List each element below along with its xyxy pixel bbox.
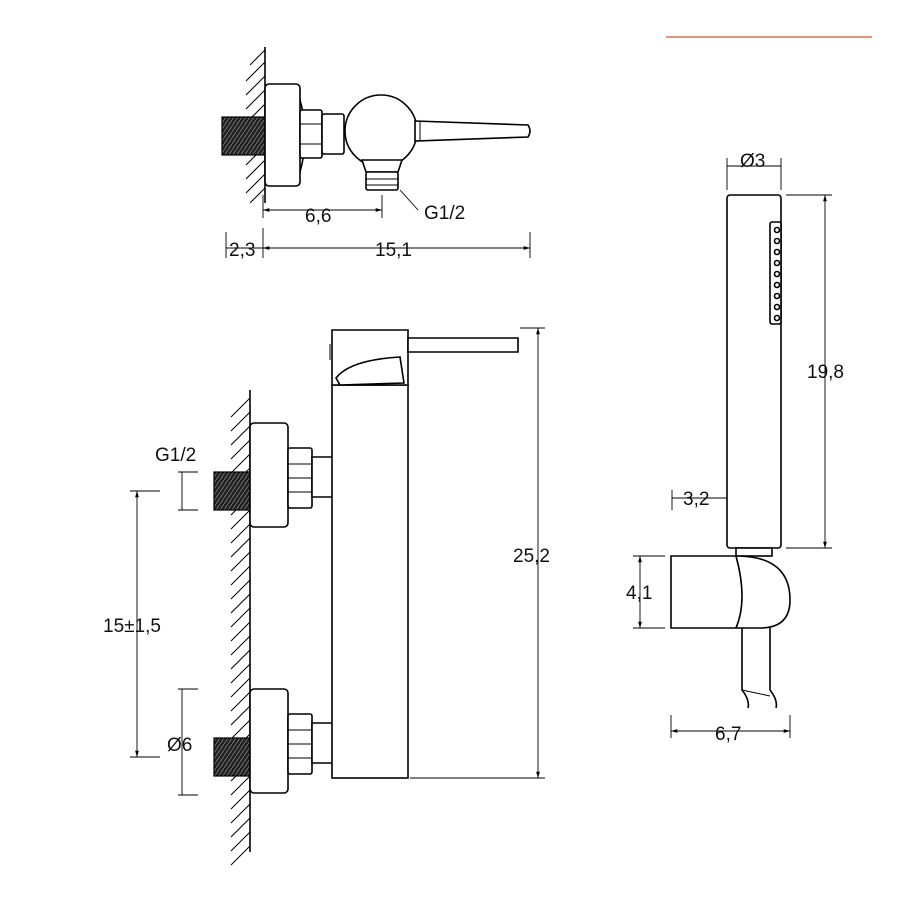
- hand-shower: [670, 194, 791, 709]
- front-thread-label: G1/2: [155, 445, 196, 466]
- holder-width-label: 6,7: [715, 724, 741, 745]
- shower-dimensions: [633, 158, 832, 738]
- front-view: [213, 329, 519, 866]
- shower-offset-label: 3,2: [683, 489, 709, 510]
- front-spacing-label: 15±1,5: [103, 616, 161, 637]
- front-dimensions: [130, 327, 545, 796]
- top-thread-label: G1/2: [424, 203, 465, 224]
- top-depth-label: 6,6: [305, 206, 331, 227]
- spray-nozzles: [773, 226, 781, 322]
- top-wall-offset-label: 2,3: [229, 240, 255, 261]
- shower-length-label: 19,8: [807, 362, 844, 383]
- holder-height-label: 4,1: [626, 583, 652, 604]
- top-dimensions: [225, 195, 531, 258]
- front-diameter-label: Ø6: [167, 735, 192, 756]
- top-length-label: 15,1: [375, 240, 412, 261]
- shower-diameter-label: Ø3: [740, 151, 765, 172]
- front-height-label: 25,2: [513, 546, 550, 567]
- top-view: [221, 47, 531, 211]
